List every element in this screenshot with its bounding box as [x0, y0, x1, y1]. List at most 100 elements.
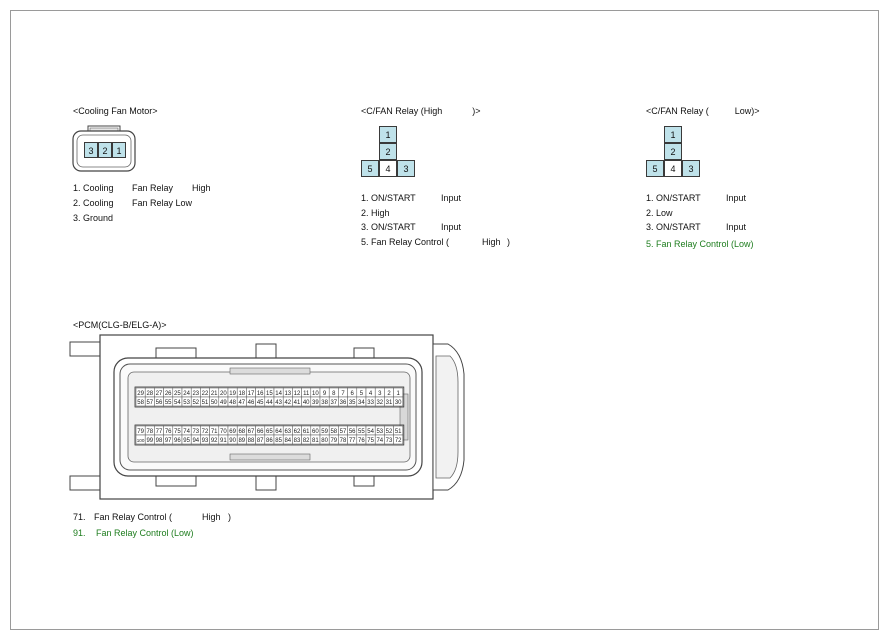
- pcm-pin-label: 27: [156, 391, 163, 397]
- relay-high-title-end: )>: [472, 106, 481, 116]
- pcm-pin-label: 40: [303, 400, 310, 406]
- pcm-pin-label: 42: [284, 400, 291, 406]
- pcm-pin-label: 1: [397, 391, 401, 397]
- pin-label: 3. ON/START: [361, 222, 416, 232]
- pcm-pin-label: 83: [294, 438, 301, 444]
- pcm-pin-label: 35: [349, 400, 356, 406]
- pcm-pin-label: 75: [367, 438, 374, 444]
- pcm-pin-label: 63: [284, 429, 291, 435]
- pcm-pin-label: 39: [312, 400, 319, 406]
- pcm-pin-label: 58: [330, 429, 337, 435]
- pcm-pin-label: 28: [146, 391, 153, 397]
- pcm-pin-cell: [393, 434, 404, 445]
- pcm-pin-label: 61: [303, 429, 310, 435]
- pcm-pin-label: 79: [137, 429, 144, 435]
- pcm-pin-label: 64: [275, 429, 282, 435]
- pcm-pin-label: 31: [386, 400, 393, 406]
- pcm-pin-label: 11: [303, 391, 310, 397]
- pcm-pin-label: 65: [266, 429, 273, 435]
- pcm-pin-label: 73: [192, 429, 199, 435]
- pcm-pin-label: 75: [174, 429, 181, 435]
- pcm-pin-label: 50: [211, 400, 218, 406]
- relay-high-pin-4: 4: [379, 160, 397, 177]
- pcm-pin-label: 96: [174, 438, 181, 444]
- pcm-pin-label: 53: [376, 429, 383, 435]
- pcm-pin-label: 78: [340, 438, 347, 444]
- pin-label: 71.: [73, 512, 86, 522]
- pcm-pin-label: 13: [284, 391, 291, 397]
- pcm-pin-label: 9: [323, 391, 327, 397]
- pcm-pin-label: 10: [312, 391, 319, 397]
- pcm-pin-label: 32: [376, 400, 383, 406]
- motor-pin: 1: [112, 142, 126, 158]
- pcm-pin-label: 55: [358, 429, 365, 435]
- pcm-pin-label: 21: [211, 391, 218, 397]
- relay-low-pin-5: 5: [646, 160, 664, 177]
- relay-low-title-end: Low)>: [734, 106, 760, 116]
- pcm-pin-label: 30: [395, 400, 402, 406]
- pin-label: 2. High: [361, 208, 390, 218]
- pcm-pin-label: 8: [332, 391, 336, 397]
- pin-desc: Input: [441, 193, 462, 203]
- relay-low-pin-2: 2: [664, 143, 682, 160]
- pcm-pin-label: 60: [312, 429, 319, 435]
- pcm-pin-label: 78: [146, 429, 153, 435]
- pcm-pin-label: 67: [248, 429, 255, 435]
- pcm-pin-label: 15: [266, 391, 273, 397]
- pcm-pin-label: 57: [146, 400, 153, 406]
- pin-desc-suffix: High: [192, 183, 211, 193]
- pcm-pin-label: 29: [137, 391, 144, 397]
- pcm-pin-label: 82: [303, 438, 310, 444]
- pcm-pin-label: 91: [220, 438, 227, 444]
- pcm-pin-label: 41: [294, 400, 301, 406]
- pcm-pin-label: 34: [358, 400, 365, 406]
- pcm-pin-label: 87: [257, 438, 264, 444]
- pcm-pin-label: 7: [341, 391, 345, 397]
- motor-pin: 2: [98, 142, 112, 158]
- pcm-pin-label: 49: [220, 400, 227, 406]
- pin-desc-mid: High: [202, 512, 221, 522]
- pcm-pin-label: 47: [238, 400, 245, 406]
- pcm-pin-label: 93: [202, 438, 209, 444]
- relay-low-pin-1: 1: [664, 126, 682, 143]
- pcm-pin-label: 74: [376, 438, 383, 444]
- pcm-pin-label: 24: [183, 391, 190, 397]
- pcm-pin-label: 62: [294, 429, 301, 435]
- pcm-pin-label: 6: [351, 391, 355, 397]
- pcm-pin-label: 56: [156, 400, 163, 406]
- cooling-fan-motor-title: <Cooling Fan Motor>: [73, 106, 158, 116]
- pcm-pin-label: 81: [312, 438, 319, 444]
- pcm-pin-label: 54: [367, 429, 374, 435]
- pcm-pin-block: [134, 386, 405, 408]
- relay-high-pin-5: 5: [361, 160, 379, 177]
- relay-low-pin-4: 4: [664, 160, 682, 177]
- pcm-pin-label: 45: [257, 400, 264, 406]
- pin-label: 2. Cooling: [73, 198, 114, 208]
- relay-high-title-start: <C/FAN Relay (High: [361, 106, 443, 116]
- pcm-pin-label: 97: [165, 438, 172, 444]
- pcm-pin-label: 17: [248, 391, 255, 397]
- pin-desc-suffix: ): [228, 512, 231, 522]
- pcm-pin-label: 48: [229, 400, 236, 406]
- pcm-pin-label: 38: [321, 400, 328, 406]
- pcm-pin-label: 100: [137, 438, 145, 443]
- pcm-pin-label: 25: [174, 391, 181, 397]
- pcm-pin-label: 36: [340, 400, 347, 406]
- pcm-pin-label: 37: [330, 400, 337, 406]
- pcm-pin-label: 16: [257, 391, 264, 397]
- relay-high-pin-1: 1: [379, 126, 397, 143]
- pin-desc: High: [482, 237, 501, 247]
- pcm-pin-label: 19: [229, 391, 236, 397]
- pcm-pin-label: 23: [192, 391, 199, 397]
- pcm-pin-label: 90: [229, 438, 236, 444]
- pcm-pin-label: 52: [192, 400, 199, 406]
- pcm-pin-label: 12: [294, 391, 301, 397]
- pcm-pin-label: 76: [165, 429, 172, 435]
- pcm-pin-label: 77: [156, 429, 163, 435]
- pcm-pin-label: 52: [386, 429, 393, 435]
- relay-low-pin-3: 3: [682, 160, 700, 177]
- pcm-pin-label: 46: [248, 400, 255, 406]
- pin-label: 3. ON/START: [646, 222, 701, 232]
- pcm-pin-label: 58: [137, 400, 144, 406]
